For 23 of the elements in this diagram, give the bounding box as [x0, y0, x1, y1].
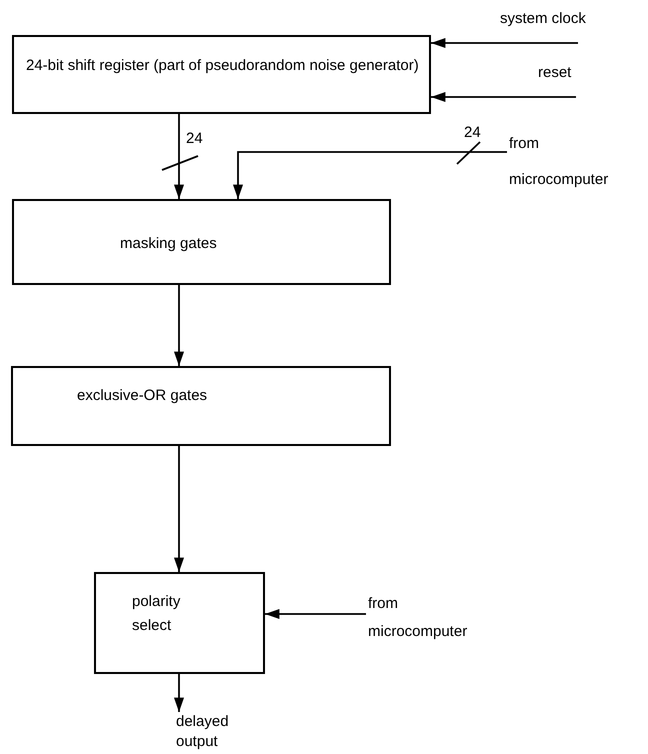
arrow — [174, 114, 184, 199]
edge-label: 24 — [186, 130, 203, 148]
signal-label: delayed output — [176, 712, 230, 752]
block-box — [12, 35, 431, 114]
block-box — [11, 366, 391, 446]
signal-label: reset — [538, 63, 572, 83]
block-label: exclusive-OR gates — [77, 386, 208, 406]
arrow — [431, 92, 576, 102]
signal-label: from microcomputer — [509, 134, 610, 190]
arrow — [265, 608, 366, 620]
signal-label: system clock — [500, 9, 586, 29]
arrow — [174, 285, 184, 366]
block-label: polarity select — [132, 592, 182, 636]
arrow — [174, 446, 184, 572]
arrow — [431, 38, 578, 48]
edge-label: 24 — [464, 124, 481, 142]
block-box — [12, 199, 391, 285]
arrow — [174, 674, 184, 712]
signal-label: from microcomputer — [368, 594, 468, 642]
block-label: 24-bit shift register (part of pseudorandom noise generator) — [26, 56, 420, 76]
block-label: masking gates — [120, 234, 217, 254]
arrow — [232, 151, 507, 199]
block-box — [94, 572, 265, 674]
